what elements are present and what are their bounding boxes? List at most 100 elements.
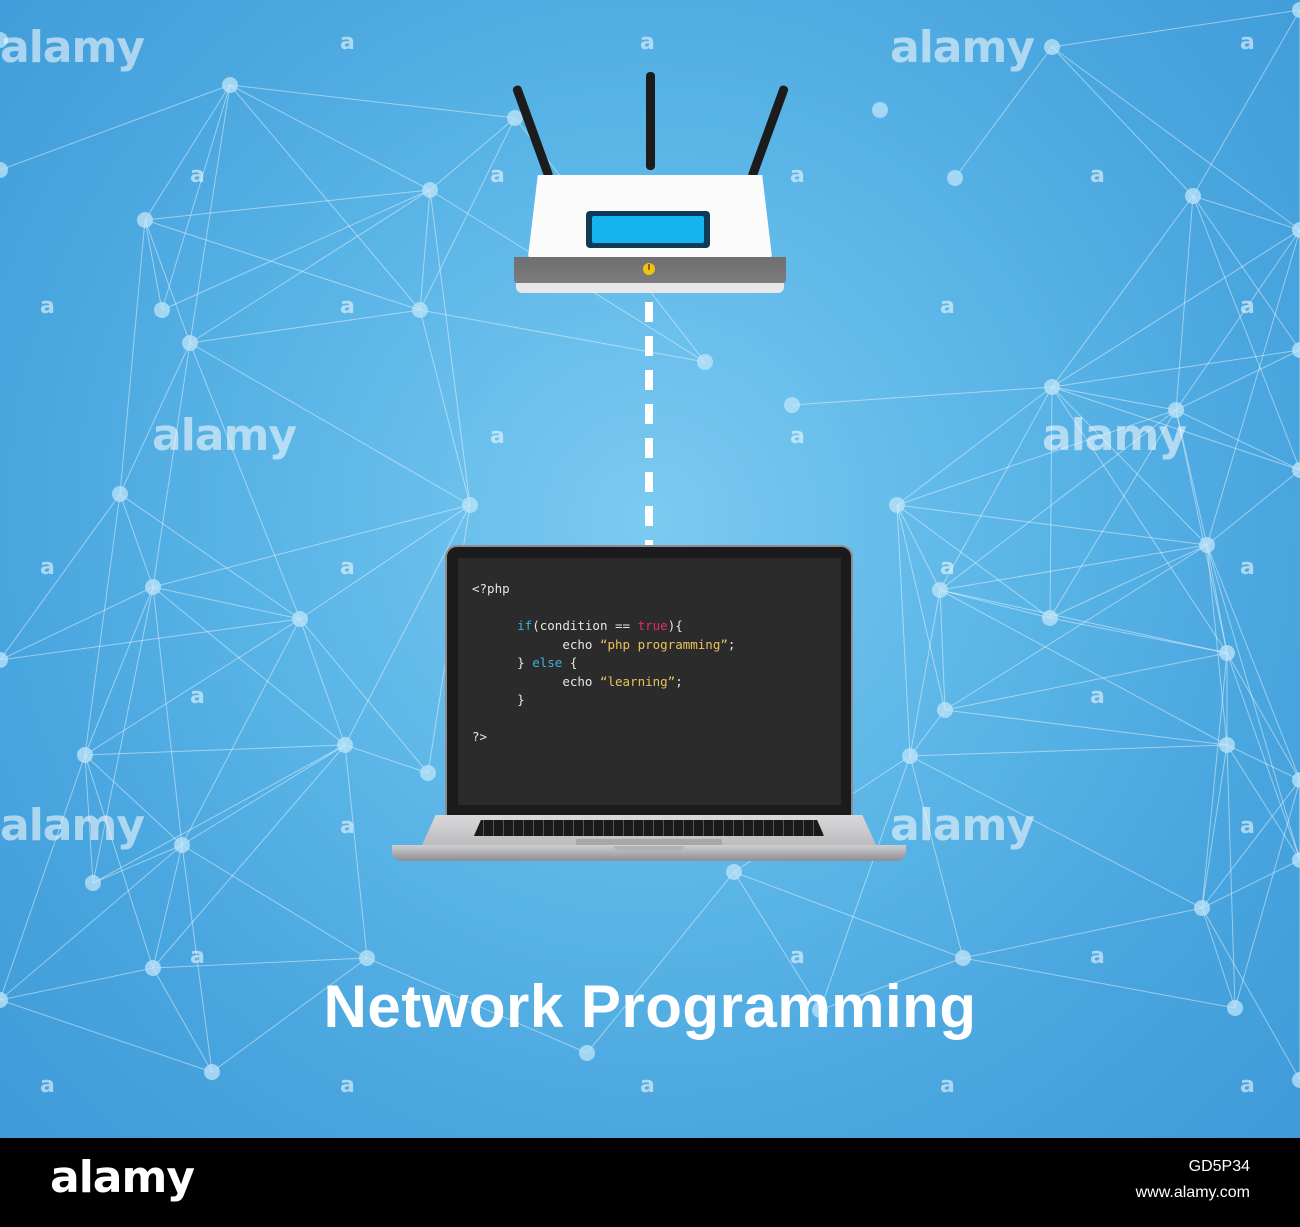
mesh-line bbox=[1226, 652, 1300, 781]
mesh-line bbox=[1201, 907, 1236, 1009]
laptop-lid: <?php if(condition == true){ echo “php p… bbox=[445, 545, 853, 817]
mesh-line bbox=[419, 309, 706, 363]
watermark-mark: a bbox=[1240, 555, 1255, 580]
mesh-node bbox=[1227, 1000, 1243, 1016]
watermark-mark: a bbox=[1240, 814, 1255, 839]
mesh-line bbox=[189, 342, 471, 506]
watermark-mark: a bbox=[190, 163, 205, 188]
mesh-line bbox=[1192, 195, 1300, 471]
watermark-mark: a bbox=[1090, 944, 1105, 969]
mesh-line bbox=[0, 84, 231, 171]
mesh-line bbox=[1206, 229, 1300, 546]
code-text: { bbox=[562, 655, 578, 670]
watermark-mark: a bbox=[790, 424, 805, 449]
mesh-node bbox=[1219, 645, 1235, 661]
mesh-line bbox=[84, 493, 121, 756]
mesh-line bbox=[1049, 386, 1053, 619]
mesh-node bbox=[889, 497, 905, 513]
mesh-line bbox=[429, 117, 516, 191]
mesh-node bbox=[1194, 900, 1210, 916]
mesh-line bbox=[119, 493, 154, 588]
mesh-line bbox=[909, 589, 941, 757]
mesh-line bbox=[1192, 9, 1300, 197]
watermark-mark: a bbox=[190, 684, 205, 709]
mesh-line bbox=[181, 744, 346, 846]
mesh-line bbox=[819, 755, 911, 1011]
mesh-line bbox=[1226, 744, 1236, 1009]
mesh-node bbox=[137, 212, 153, 228]
php-code-block: <?php if(condition == true){ echo “php p… bbox=[472, 580, 735, 747]
mesh-line bbox=[1051, 386, 1208, 546]
mesh-line bbox=[0, 586, 154, 661]
mesh-line bbox=[1206, 544, 1300, 781]
laptop-keyboard bbox=[474, 820, 824, 836]
mesh-line bbox=[211, 957, 368, 1073]
mesh-line bbox=[1201, 744, 1228, 909]
mesh-line bbox=[189, 309, 421, 344]
mesh-line bbox=[1201, 907, 1300, 1081]
mesh-line bbox=[733, 871, 964, 959]
footer-logo: alamy bbox=[50, 1152, 195, 1203]
mesh-line bbox=[1175, 195, 1194, 411]
mesh-line bbox=[1175, 349, 1300, 411]
router-front-panel bbox=[514, 257, 786, 283]
mesh-node bbox=[1044, 39, 1060, 55]
mesh-node bbox=[0, 162, 8, 178]
code-close-brace: } bbox=[517, 692, 525, 707]
mesh-line bbox=[84, 744, 346, 756]
mesh-line bbox=[189, 189, 431, 344]
mesh-line bbox=[944, 709, 1228, 746]
mesh-line bbox=[939, 386, 1053, 591]
mesh-node bbox=[422, 182, 438, 198]
mesh-line bbox=[84, 586, 154, 756]
mesh-line bbox=[1226, 744, 1300, 781]
router-antenna-center bbox=[646, 72, 655, 170]
watermark-mark: a bbox=[340, 294, 355, 319]
mesh-line bbox=[1192, 195, 1300, 231]
mesh-node bbox=[412, 302, 428, 318]
mesh-line bbox=[144, 84, 231, 221]
mesh-line bbox=[1049, 617, 1228, 654]
mesh-line bbox=[419, 309, 471, 506]
laptop-base bbox=[392, 815, 906, 865]
mesh-line bbox=[152, 744, 346, 969]
mesh-node bbox=[1185, 188, 1201, 204]
mesh-line bbox=[84, 754, 154, 969]
mesh-line bbox=[161, 84, 231, 311]
mesh-line bbox=[944, 544, 1208, 711]
watermark-mark: a bbox=[940, 555, 955, 580]
watermark-mark: a bbox=[340, 30, 355, 55]
mesh-node bbox=[784, 397, 800, 413]
mesh-node bbox=[85, 875, 101, 891]
mesh-line bbox=[299, 618, 346, 746]
mesh-line bbox=[344, 504, 471, 746]
mesh-line bbox=[791, 386, 1053, 406]
watermark-mark: a bbox=[490, 424, 505, 449]
mesh-line bbox=[819, 957, 964, 1011]
code-text: } bbox=[517, 655, 533, 670]
mesh-line bbox=[299, 504, 471, 620]
mesh-line bbox=[1051, 386, 1228, 654]
watermark-mark: a bbox=[1090, 163, 1105, 188]
mesh-line bbox=[119, 342, 191, 495]
mesh-line bbox=[1206, 544, 1300, 861]
mesh-line bbox=[1051, 195, 1194, 388]
mesh-line bbox=[939, 409, 1177, 591]
mesh-node bbox=[697, 354, 713, 370]
router-antenna-left bbox=[511, 84, 554, 180]
mesh-line bbox=[939, 589, 1228, 746]
watermark-text: alamy bbox=[152, 410, 297, 461]
mesh-node bbox=[1219, 737, 1235, 753]
mesh-line bbox=[896, 504, 946, 711]
mesh-line bbox=[0, 618, 301, 661]
code-line-open-tag: <?php bbox=[472, 581, 510, 596]
mesh-node bbox=[1292, 462, 1300, 478]
watermark-mark: a bbox=[940, 294, 955, 319]
mesh-line bbox=[896, 409, 1177, 506]
mesh-line bbox=[419, 189, 431, 311]
mesh-node bbox=[337, 737, 353, 753]
watermark-mark: a bbox=[1240, 1073, 1255, 1098]
mesh-line bbox=[1049, 409, 1177, 619]
footer-url: www.alamy.com bbox=[1135, 1184, 1250, 1201]
mesh-line bbox=[429, 189, 471, 506]
